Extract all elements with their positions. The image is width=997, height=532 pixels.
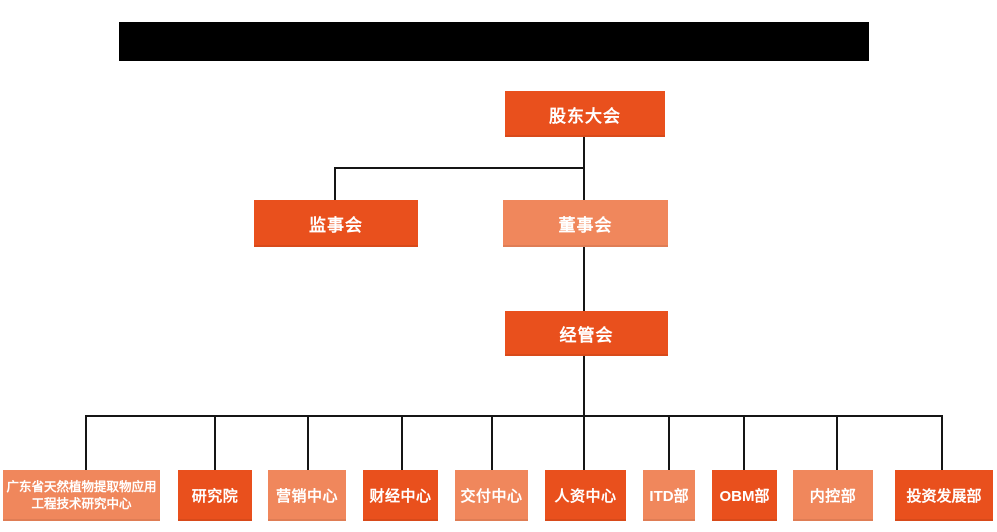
org-node-dept-research-institute: 研究院 — [178, 470, 252, 521]
org-node-dept-hr-center: 人资中心 — [545, 470, 626, 521]
org-node-dept-obm: OBM部 — [712, 470, 777, 521]
org-node-dept-marketing-center: 营销中心 — [268, 470, 346, 521]
org-node-shareholders-meeting: 股东大会 — [505, 91, 665, 137]
org-node-dept-investment-development: 投资发展部 — [895, 470, 993, 521]
org-node-board-of-directors: 董事会 — [503, 200, 668, 247]
org-node-supervisory-board: 监事会 — [254, 200, 418, 247]
org-node-dept-itd: ITD部 — [643, 470, 695, 521]
org-node-dept-internal-control: 内控部 — [793, 470, 873, 521]
org-node-management-committee: 经管会 — [505, 311, 668, 356]
org-node-dept-delivery-center: 交付中心 — [455, 470, 528, 521]
redacted-title-bar — [119, 22, 869, 61]
org-node-dept-finance-center: 财经中心 — [363, 470, 438, 521]
org-node-dept-research-center: 广东省天然植物提取物应用工程技术研究中心 — [3, 470, 160, 521]
